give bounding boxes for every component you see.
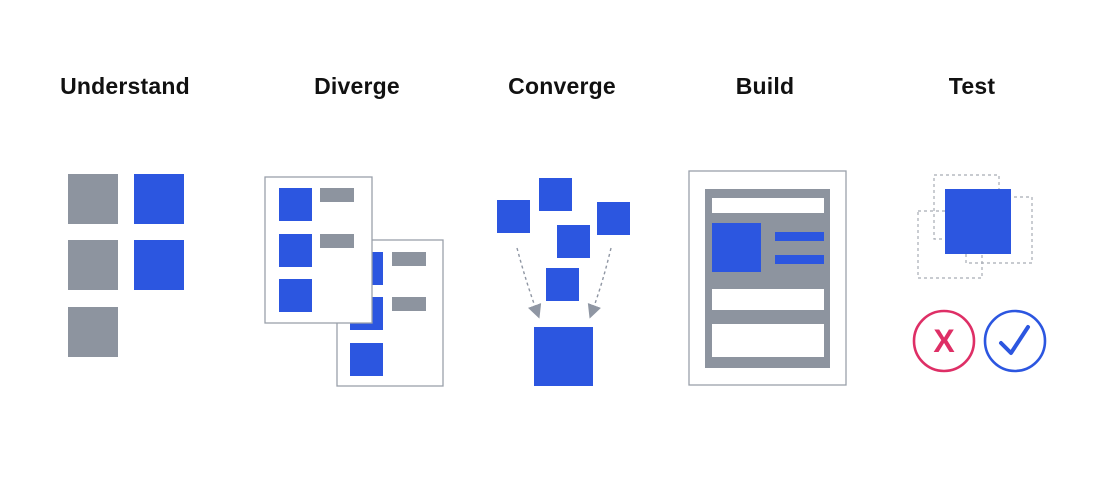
arrow-right [587,247,612,319]
stage-title-test: Test [948,73,996,99]
idea-card [557,225,590,258]
text-line [775,232,824,241]
content-block [712,324,824,357]
gray-card [68,307,118,357]
idea-card [497,200,530,233]
x-icon: X [933,323,955,359]
idea-card [539,178,572,211]
stage-title-converge: Converge [508,73,616,99]
text-line [775,255,824,264]
blue-card [134,240,184,290]
chosen-idea-card [534,327,593,386]
stage-title-diverge: Diverge [314,73,400,99]
gray-card [68,174,118,224]
image-block [712,223,761,272]
approve-badge [983,309,1047,373]
content-bar [712,289,824,310]
test-illustration: X [912,174,1047,373]
idea-card [597,202,630,235]
build-illustration [688,170,847,386]
idea-card [546,268,579,301]
tested-card [945,189,1011,254]
stage-title-build: Build [735,73,795,99]
converge-illustration [497,178,630,386]
understand-illustration [68,174,184,357]
gray-card [68,240,118,290]
header-bar [712,198,824,213]
reject-badge: X [912,309,976,373]
blue-card [134,174,184,224]
stage-title-understand: Understand [60,73,190,99]
check-icon [999,325,1030,355]
sketch-sheet-front [264,176,373,324]
arrow-left [516,247,542,319]
diverge-illustration [264,176,444,387]
